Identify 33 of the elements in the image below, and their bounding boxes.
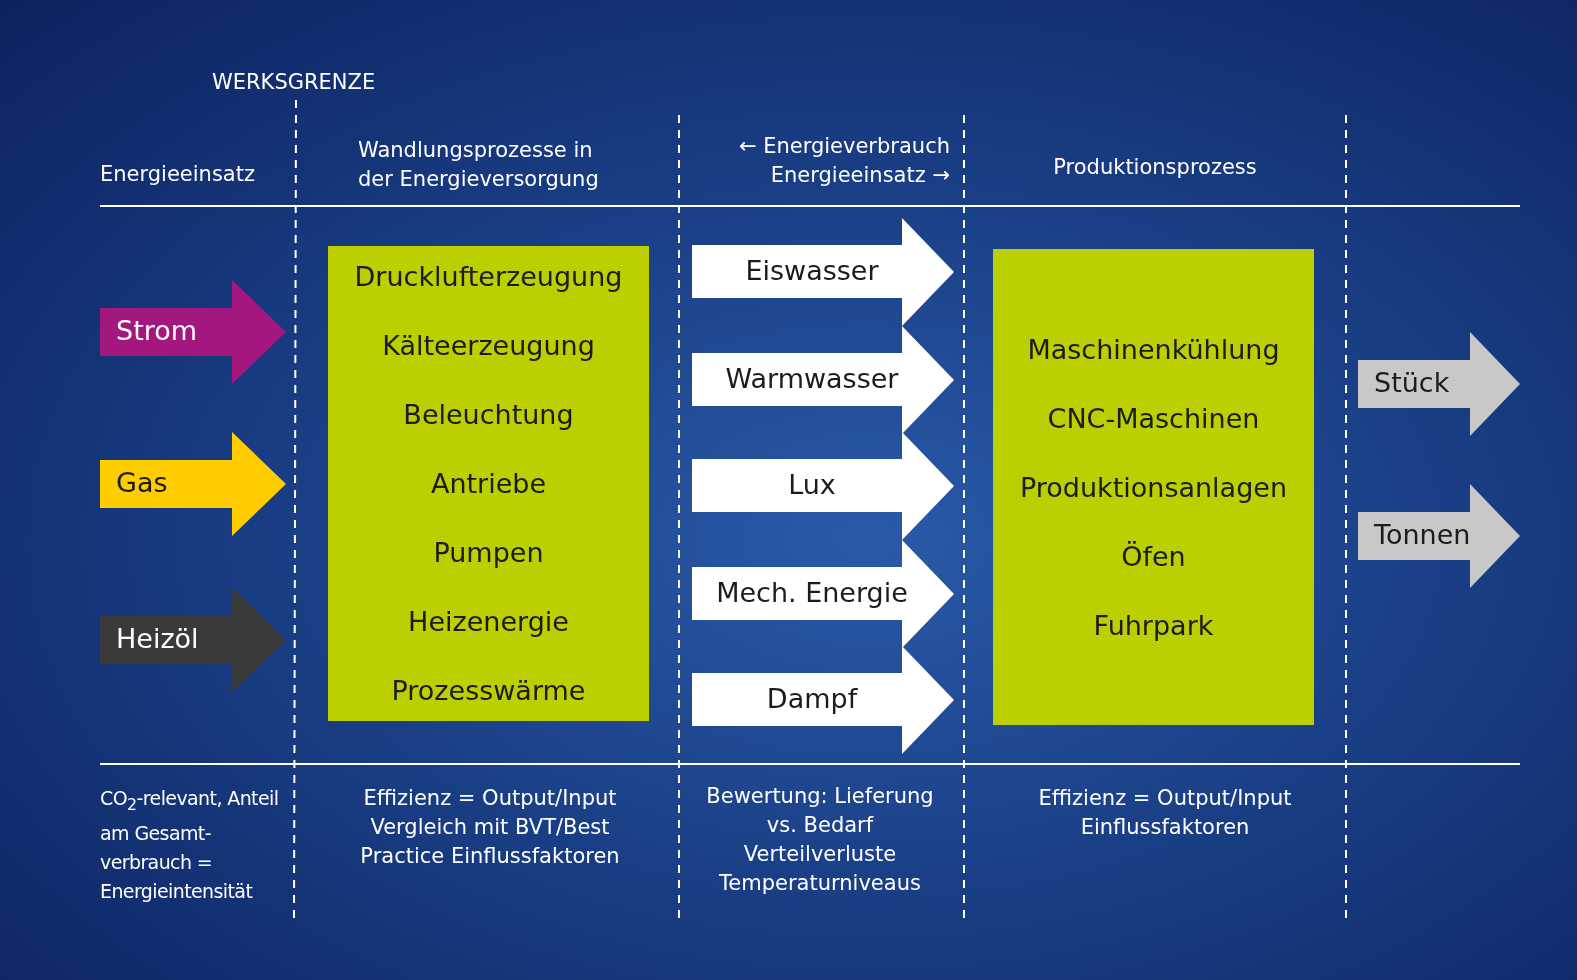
note-text: Effizienz = Output/Input Einflussfaktoren: [1037, 785, 1293, 841]
boundary-label: WERKSGRENZE: [212, 69, 377, 96]
arrow-label: Dampf: [765, 682, 859, 714]
column-header: Wandlungsprozesse in der Energieversorgung: [358, 137, 600, 193]
column-header: Energieeinsatz: [100, 161, 256, 188]
note-text: Bewertung: Lieferung vs. Bedarf Verteilverluste Temperaturniveaus: [705, 783, 935, 897]
process-label: Maschinenkühlung: [1027, 332, 1280, 367]
arrow-label: Tonnen: [1374, 519, 1471, 550]
arrow-label: Lux: [787, 468, 837, 500]
note-text: CO$_{2}$-relevant, Anteil am Gesamt- verbrauch = Energieintensität: [100, 786, 280, 904]
arrow-label: Mech. Energie: [715, 576, 909, 608]
process-label: Produktionsanlagen: [1019, 470, 1288, 505]
arrow-label: Warmwasser: [724, 362, 900, 394]
process-label: Antriebe: [430, 467, 547, 501]
process-label: Prozesswärme: [391, 674, 586, 708]
process-box: [993, 249, 1314, 725]
process-label: Drucklufterzeugung: [354, 260, 623, 294]
process-label: Beleuchtung: [403, 398, 574, 432]
process-label: CNC-Maschinen: [1047, 401, 1260, 436]
process-box: [328, 246, 649, 721]
column-header: ← Energieverbrauch Energieeinsatz →: [737, 133, 950, 189]
process-label: Kälteerzeugung: [382, 329, 595, 363]
arrow-label: Strom: [116, 315, 198, 346]
arrow-label: Heizöl: [116, 623, 199, 654]
arrow-label: Eiswasser: [744, 254, 880, 286]
arrow-label: Gas: [116, 467, 168, 498]
column-header: Produktionsprozess: [1052, 154, 1258, 181]
process-label: Heizenergie: [408, 605, 569, 639]
note-text: Effizienz = Output/Input Vergleich mit BVT/Best Practice Einflussfaktoren: [359, 785, 621, 870]
process-label: Öfen: [1121, 539, 1186, 574]
process-label: Fuhrpark: [1093, 608, 1214, 643]
arrow-label: Stück: [1374, 367, 1450, 398]
process-label: Pumpen: [433, 536, 544, 570]
